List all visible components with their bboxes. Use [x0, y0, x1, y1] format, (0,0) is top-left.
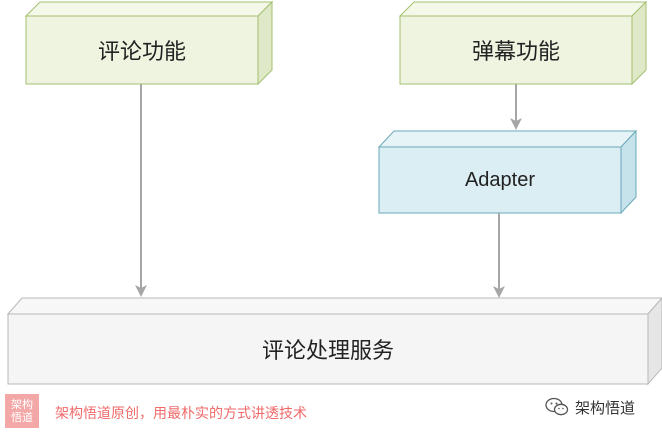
- comment-feature-box: [24, 0, 274, 86]
- comment-feature-label: 评论功能: [97, 40, 186, 65]
- brand-logo-badge: 架构 悟道: [5, 394, 39, 428]
- danmaku-feature-box: [398, 0, 648, 86]
- adapter-label: Adapter: [464, 168, 536, 191]
- watermark-footer: 架构 悟道 架构悟道原创，用最朴实的方式讲透技术 架构悟道: [0, 392, 662, 435]
- danmaku-feature-label: 弹幕功能: [471, 40, 560, 65]
- watermark-slogan: 架构悟道原创，用最朴实的方式讲透技术: [55, 406, 307, 422]
- logo-text-line1: 架构: [11, 398, 33, 411]
- account-name: 架构悟道: [575, 399, 636, 417]
- comment-service-box: [6, 297, 662, 386]
- wechat-icon: [545, 397, 569, 416]
- logo-text-line2: 悟道: [11, 411, 33, 424]
- comment-service-label: 评论处理服务: [261, 339, 394, 364]
- adapter-box: [377, 129, 638, 215]
- architecture-diagram: [6, 0, 662, 386]
